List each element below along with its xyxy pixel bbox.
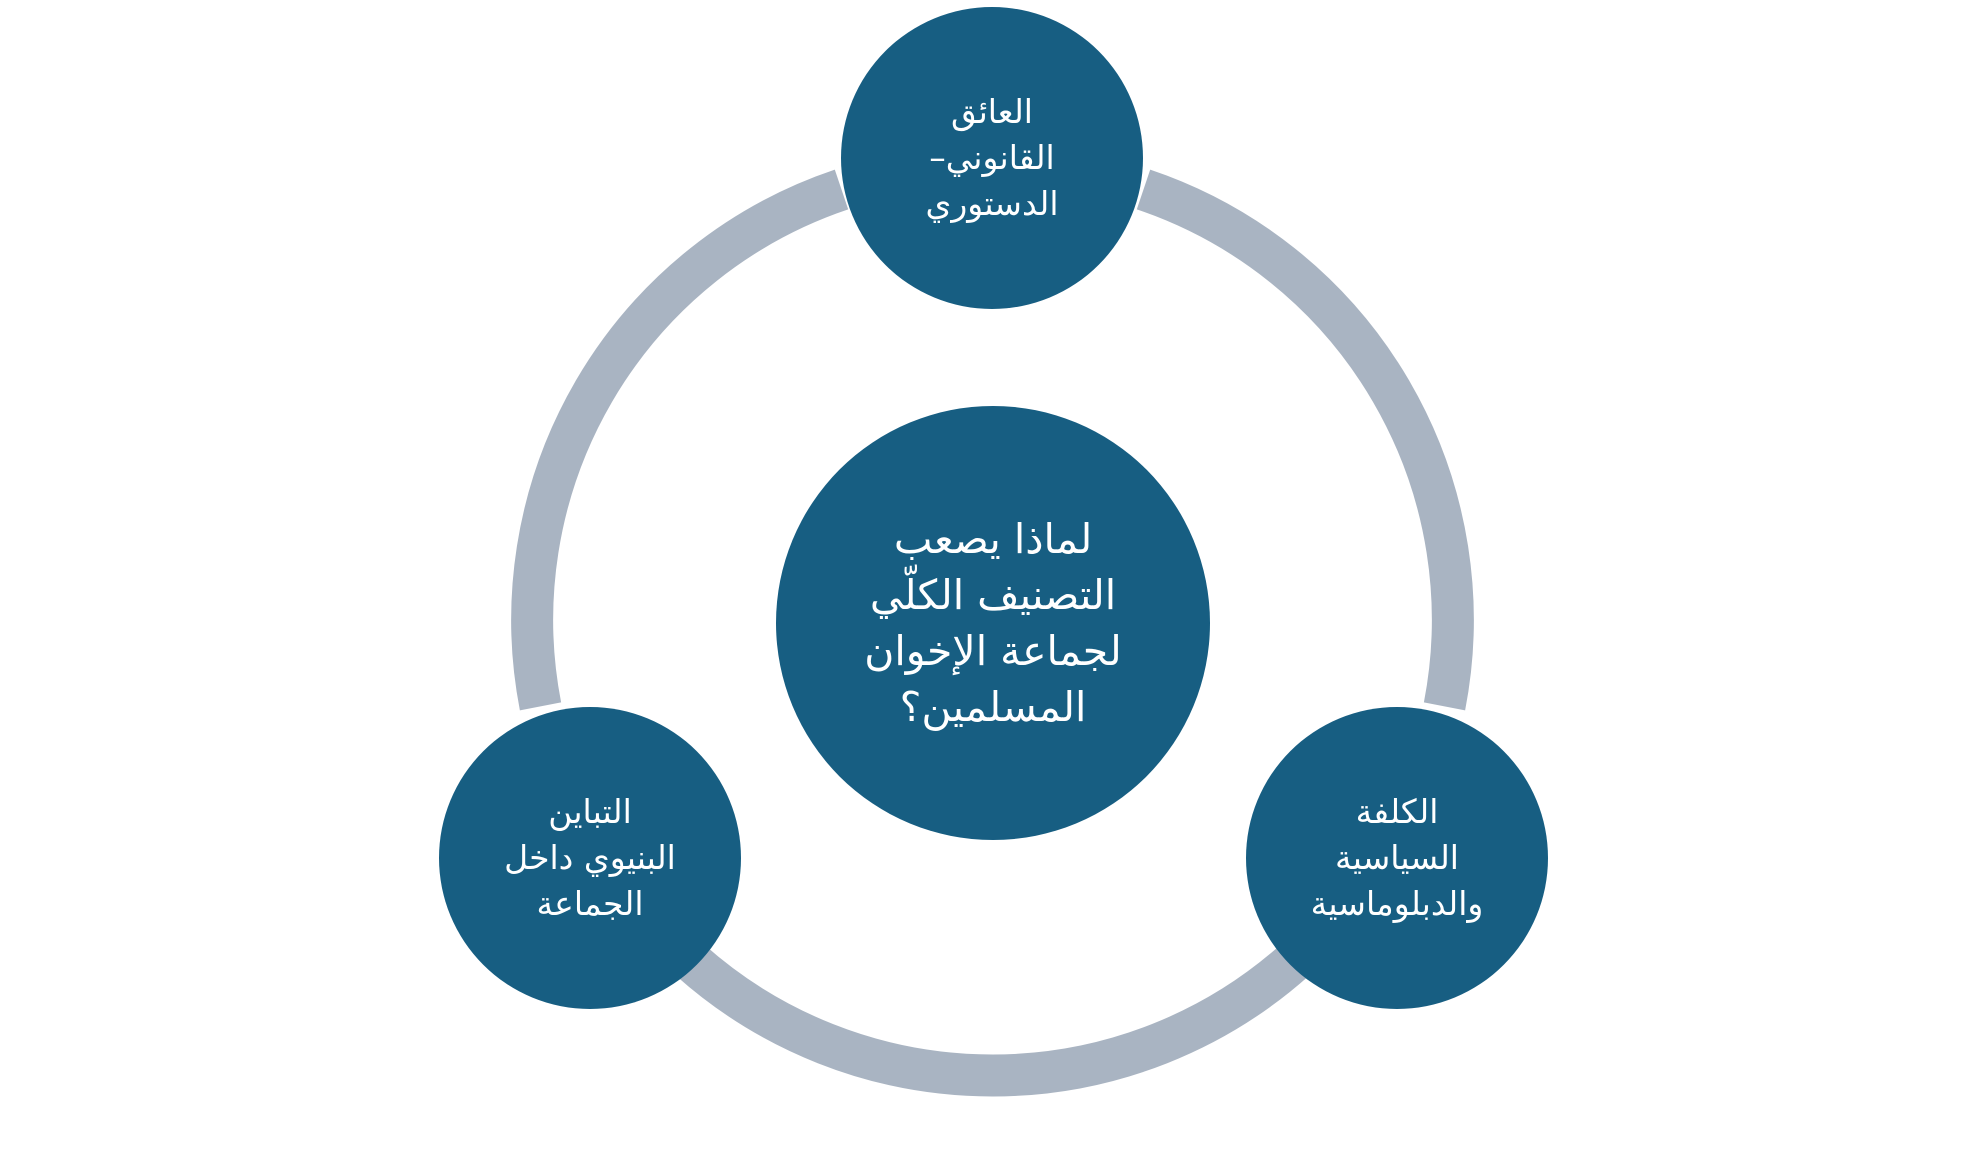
node-political-diplomatic-cost-label: الكلفة السياسية والدبلوماسية bbox=[1310, 792, 1484, 923]
node-structural-variation: التباين البنيوي داخل الجماعة bbox=[439, 707, 741, 1009]
node-legal-constitutional-label: العائق القانوني– الدستوري bbox=[925, 92, 1059, 223]
node-structural-variation-label: التباين البنيوي داخل الجماعة bbox=[504, 792, 676, 923]
ring-arc-bottom bbox=[676, 944, 1309, 1097]
center-question-label: لماذا يصعب التصنيف الكلّي لجماعة الإخوان… bbox=[864, 515, 1122, 731]
ring-arc-left bbox=[511, 169, 849, 711]
node-legal-constitutional: العائق القانوني– الدستوري bbox=[841, 7, 1143, 309]
ring-arc-right bbox=[1136, 169, 1474, 711]
center-question-circle: لماذا يصعب التصنيف الكلّي لجماعة الإخوان… bbox=[776, 406, 1210, 840]
node-political-diplomatic-cost: الكلفة السياسية والدبلوماسية bbox=[1246, 707, 1548, 1009]
